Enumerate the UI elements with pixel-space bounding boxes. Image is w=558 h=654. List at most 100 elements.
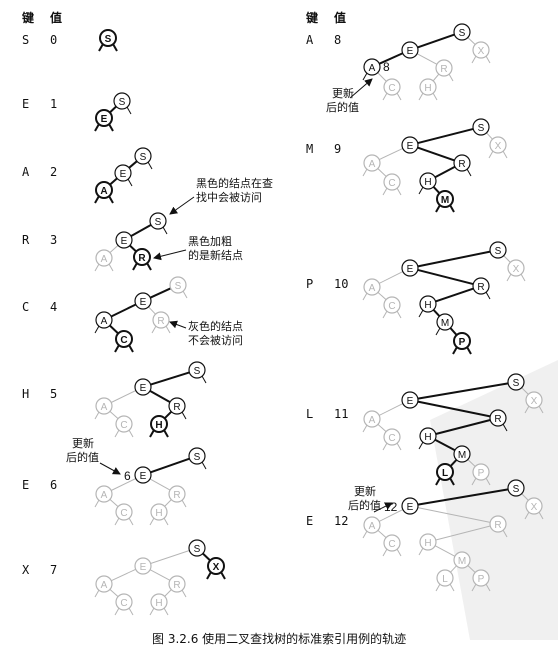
tree-edge	[149, 478, 171, 491]
header-value: 值	[334, 10, 346, 25]
tree-node-label: H	[424, 177, 431, 188]
null-link	[418, 547, 424, 556]
null-link	[418, 309, 424, 318]
tree-node-label: S	[478, 123, 485, 134]
annotation-visited: 黑色的结点在查	[196, 176, 273, 190]
tree-node-label: P	[459, 337, 466, 348]
tree-node-label: S	[194, 544, 201, 555]
null-link	[520, 273, 526, 282]
tree-node-label: X	[478, 46, 485, 57]
tree-node	[95, 397, 113, 415]
tree-node-label: L	[442, 574, 448, 585]
tree-edge	[377, 529, 387, 539]
null-link	[94, 195, 100, 204]
null-link	[471, 55, 477, 64]
tree-edge	[435, 419, 491, 435]
tree-node-label: A	[101, 254, 108, 265]
tree-edge	[434, 438, 456, 452]
annotation-gray: 灰色的结点	[188, 319, 243, 333]
null-link	[163, 607, 169, 616]
tree-node-label: C	[120, 335, 127, 346]
step-value: 0	[50, 33, 57, 47]
null-link	[418, 441, 424, 450]
header-key: 键	[21, 10, 34, 25]
tree-edge	[417, 488, 509, 506]
null-link	[146, 262, 152, 271]
tree-node-label: C	[120, 508, 127, 519]
null-link	[94, 411, 100, 420]
tree-node	[95, 109, 113, 127]
tree-node-label: A	[369, 521, 376, 532]
tree-edge	[377, 291, 387, 301]
null-link	[94, 263, 100, 272]
tree-node-label: S	[459, 28, 466, 39]
tree-node	[436, 463, 454, 481]
tree-node	[134, 292, 152, 310]
tree-edge	[150, 457, 190, 474]
tree-edge	[164, 589, 172, 597]
tree-node	[363, 410, 381, 428]
tree-node	[149, 212, 167, 230]
tree-node-label: C	[388, 83, 395, 94]
tree-node-label: R	[440, 64, 447, 75]
tree-node-label: R	[458, 159, 465, 170]
tree-node-label: H	[155, 598, 162, 609]
tree-edge	[149, 287, 172, 299]
tree-node-label: C	[388, 301, 395, 312]
tree-edge	[432, 73, 440, 82]
tree-edge	[486, 132, 493, 140]
tree-node	[95, 575, 113, 593]
tree-node-label: C	[120, 598, 127, 609]
tree-node-label: H	[424, 83, 431, 94]
tree-node	[472, 118, 490, 136]
tree-node-label: E	[407, 141, 414, 152]
null-link	[181, 411, 187, 420]
step-value: 5	[50, 387, 57, 401]
null-link	[149, 607, 155, 616]
null-link	[98, 43, 104, 52]
tree-node-label: A	[101, 580, 108, 591]
tree-node-label: S	[175, 281, 182, 292]
tree-edge	[521, 493, 529, 501]
null-link	[471, 583, 477, 592]
step-key: E	[22, 97, 29, 111]
tree-edge	[432, 186, 441, 194]
null-link	[396, 442, 402, 451]
null-link	[362, 168, 368, 177]
null-link	[485, 583, 491, 592]
tree-node-label: E	[120, 169, 127, 180]
tree-edge	[109, 324, 119, 335]
tree-node	[453, 551, 471, 569]
null-link	[182, 290, 188, 299]
step-value: 10	[334, 277, 348, 291]
null-link	[108, 123, 114, 132]
tree-edge	[129, 244, 137, 253]
annotation-updated: 更新	[354, 484, 376, 498]
step-value: 9	[334, 142, 341, 156]
null-link	[149, 517, 155, 526]
null-link	[149, 429, 155, 438]
tree-edge	[163, 410, 173, 420]
tree-node	[134, 378, 152, 396]
step-value: 11	[334, 407, 348, 421]
tree-node-label: E	[140, 383, 147, 394]
tree-edge	[164, 499, 172, 507]
tree-node	[507, 479, 525, 497]
null-link	[94, 589, 100, 598]
tree-node	[188, 447, 206, 465]
annotation-new: 黑色加粗	[188, 234, 232, 248]
tree-node-label: X	[213, 562, 220, 573]
tree-edge	[467, 37, 476, 45]
null-link	[466, 346, 472, 355]
step-value: 3	[50, 233, 57, 247]
annotation-updated: 后的值	[66, 450, 99, 464]
null-link	[128, 429, 134, 438]
tree-node-label: S	[495, 246, 502, 257]
tree-node	[363, 278, 381, 296]
tree-edge	[150, 371, 190, 386]
null-link	[362, 72, 368, 81]
